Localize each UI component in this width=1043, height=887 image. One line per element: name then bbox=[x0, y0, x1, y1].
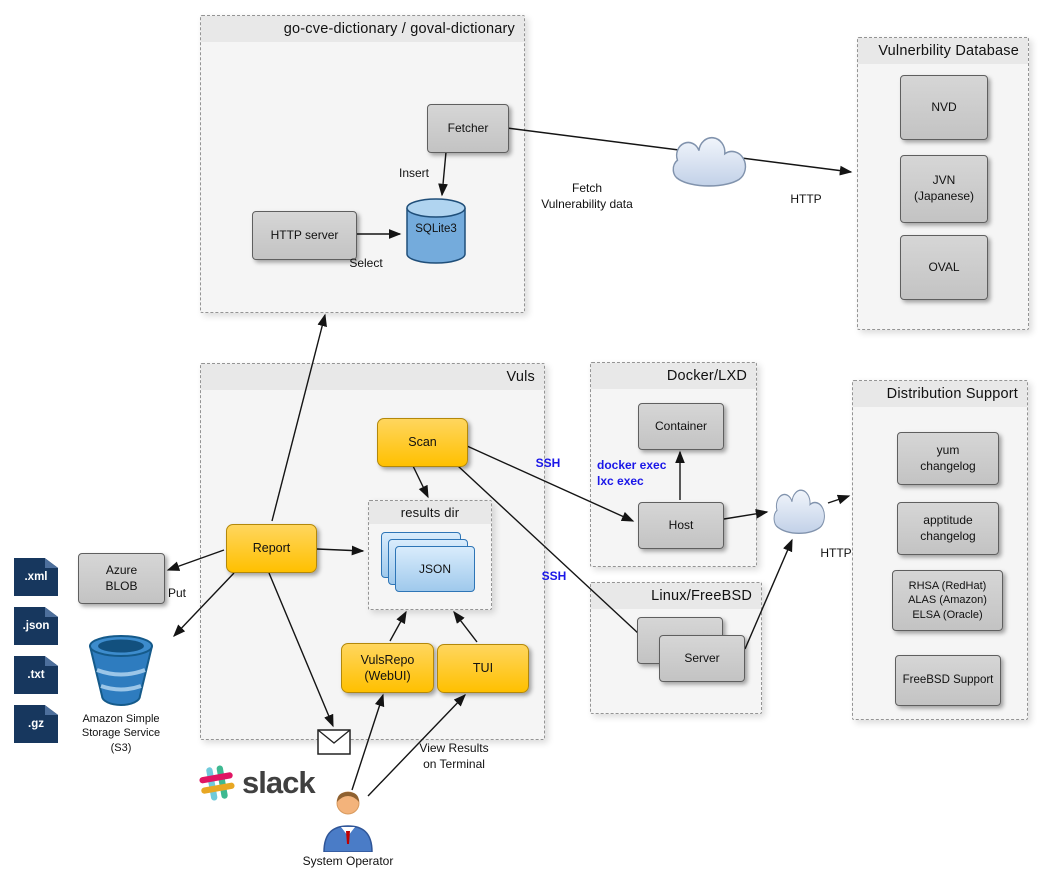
file-fold-icon bbox=[44, 705, 58, 715]
arrow-cloud-to-dist bbox=[827, 494, 851, 505]
label-select: Select bbox=[349, 256, 383, 270]
node-report: Report bbox=[226, 524, 317, 573]
node-yum-changelog: yum changelog bbox=[897, 432, 999, 485]
label-system-operator: System Operator bbox=[302, 854, 394, 868]
group-linux-title: Linux/FreeBSD bbox=[591, 583, 761, 609]
node-nvd: NVD bbox=[900, 75, 988, 140]
sqlite3-cylinder: SQLite3 bbox=[405, 197, 467, 265]
sqlite3-label: SQLite3 bbox=[415, 223, 457, 235]
group-go-cve-dictionary: go-cve-dictionary / goval-dictionary bbox=[200, 15, 525, 313]
node-fetcher: Fetcher bbox=[427, 104, 509, 153]
json-doc-front: JSON bbox=[395, 546, 475, 592]
slack-logo: slack bbox=[197, 760, 316, 806]
internet-cloud2-icon bbox=[769, 486, 829, 536]
cylinder-shape-icon bbox=[406, 198, 466, 264]
node-host: Host bbox=[638, 502, 724, 549]
file-fold-icon bbox=[44, 558, 58, 568]
node-jvn: JVN (Japanese) bbox=[900, 155, 988, 223]
label-ssh-docker: SSH bbox=[535, 456, 561, 470]
file-icon-gz: .gz bbox=[14, 705, 58, 743]
label-insert: Insert bbox=[398, 166, 429, 180]
group-dist-title: Distribution Support bbox=[853, 381, 1027, 407]
file-icon-json: .json bbox=[14, 607, 58, 645]
system-operator-icon bbox=[320, 786, 376, 853]
group-vuls-title: Vuls bbox=[201, 364, 544, 390]
label-view-results: View Results on Terminal bbox=[419, 741, 489, 771]
node-scan: Scan bbox=[377, 418, 468, 467]
node-http-server: HTTP server bbox=[252, 211, 357, 260]
node-container: Container bbox=[638, 403, 724, 450]
node-azure-blob: Azure BLOB bbox=[78, 553, 165, 604]
file-fold-icon bbox=[44, 656, 58, 666]
file-label-xml: .xml bbox=[24, 571, 48, 583]
node-server: Server bbox=[659, 635, 745, 682]
label-fetch-vulnerability-data: Fetch Vulnerability data bbox=[541, 181, 633, 211]
file-label-json: .json bbox=[22, 620, 50, 632]
node-tui: TUI bbox=[437, 644, 529, 693]
s3-bucket-icon bbox=[88, 632, 154, 710]
group-go-cve-title: go-cve-dictionary / goval-dictionary bbox=[201, 16, 524, 42]
label-ssh-linux: SSH bbox=[541, 569, 567, 583]
file-label-txt: .txt bbox=[27, 669, 45, 681]
group-results-dir-title: results dir bbox=[369, 501, 491, 524]
group-vulndb-title: Vulnerbility Database bbox=[858, 38, 1028, 64]
label-s3: Amazon Simple Storage Service (S3) bbox=[81, 713, 161, 754]
file-label-gz: .gz bbox=[28, 718, 44, 730]
label-http-right: HTTP bbox=[820, 546, 852, 560]
node-freebsd-support: FreeBSD Support bbox=[895, 655, 1001, 706]
group-docker-title: Docker/LXD bbox=[591, 363, 756, 389]
node-apptitude-changelog: apptitude changelog bbox=[897, 502, 999, 555]
node-vulsrepo: VulsRepo (WebUI) bbox=[341, 643, 434, 693]
internet-cloud-icon bbox=[666, 133, 752, 189]
node-rhsa-alas-elsa: RHSA (RedHat) ALAS (Amazon) ELSA (Oracle… bbox=[892, 570, 1003, 631]
slack-wordmark: slack bbox=[242, 765, 316, 800]
file-fold-icon bbox=[44, 607, 58, 617]
file-icon-xml: .xml bbox=[14, 558, 58, 596]
label-put: Put bbox=[167, 586, 186, 600]
slack-hash-icon bbox=[199, 765, 235, 801]
file-icon-txt: .txt bbox=[14, 656, 58, 694]
label-http-top: HTTP bbox=[790, 192, 822, 206]
node-oval: OVAL bbox=[900, 235, 988, 300]
label-docker-exec: docker exec lxc exec bbox=[597, 458, 667, 488]
envelope-icon bbox=[317, 729, 351, 755]
